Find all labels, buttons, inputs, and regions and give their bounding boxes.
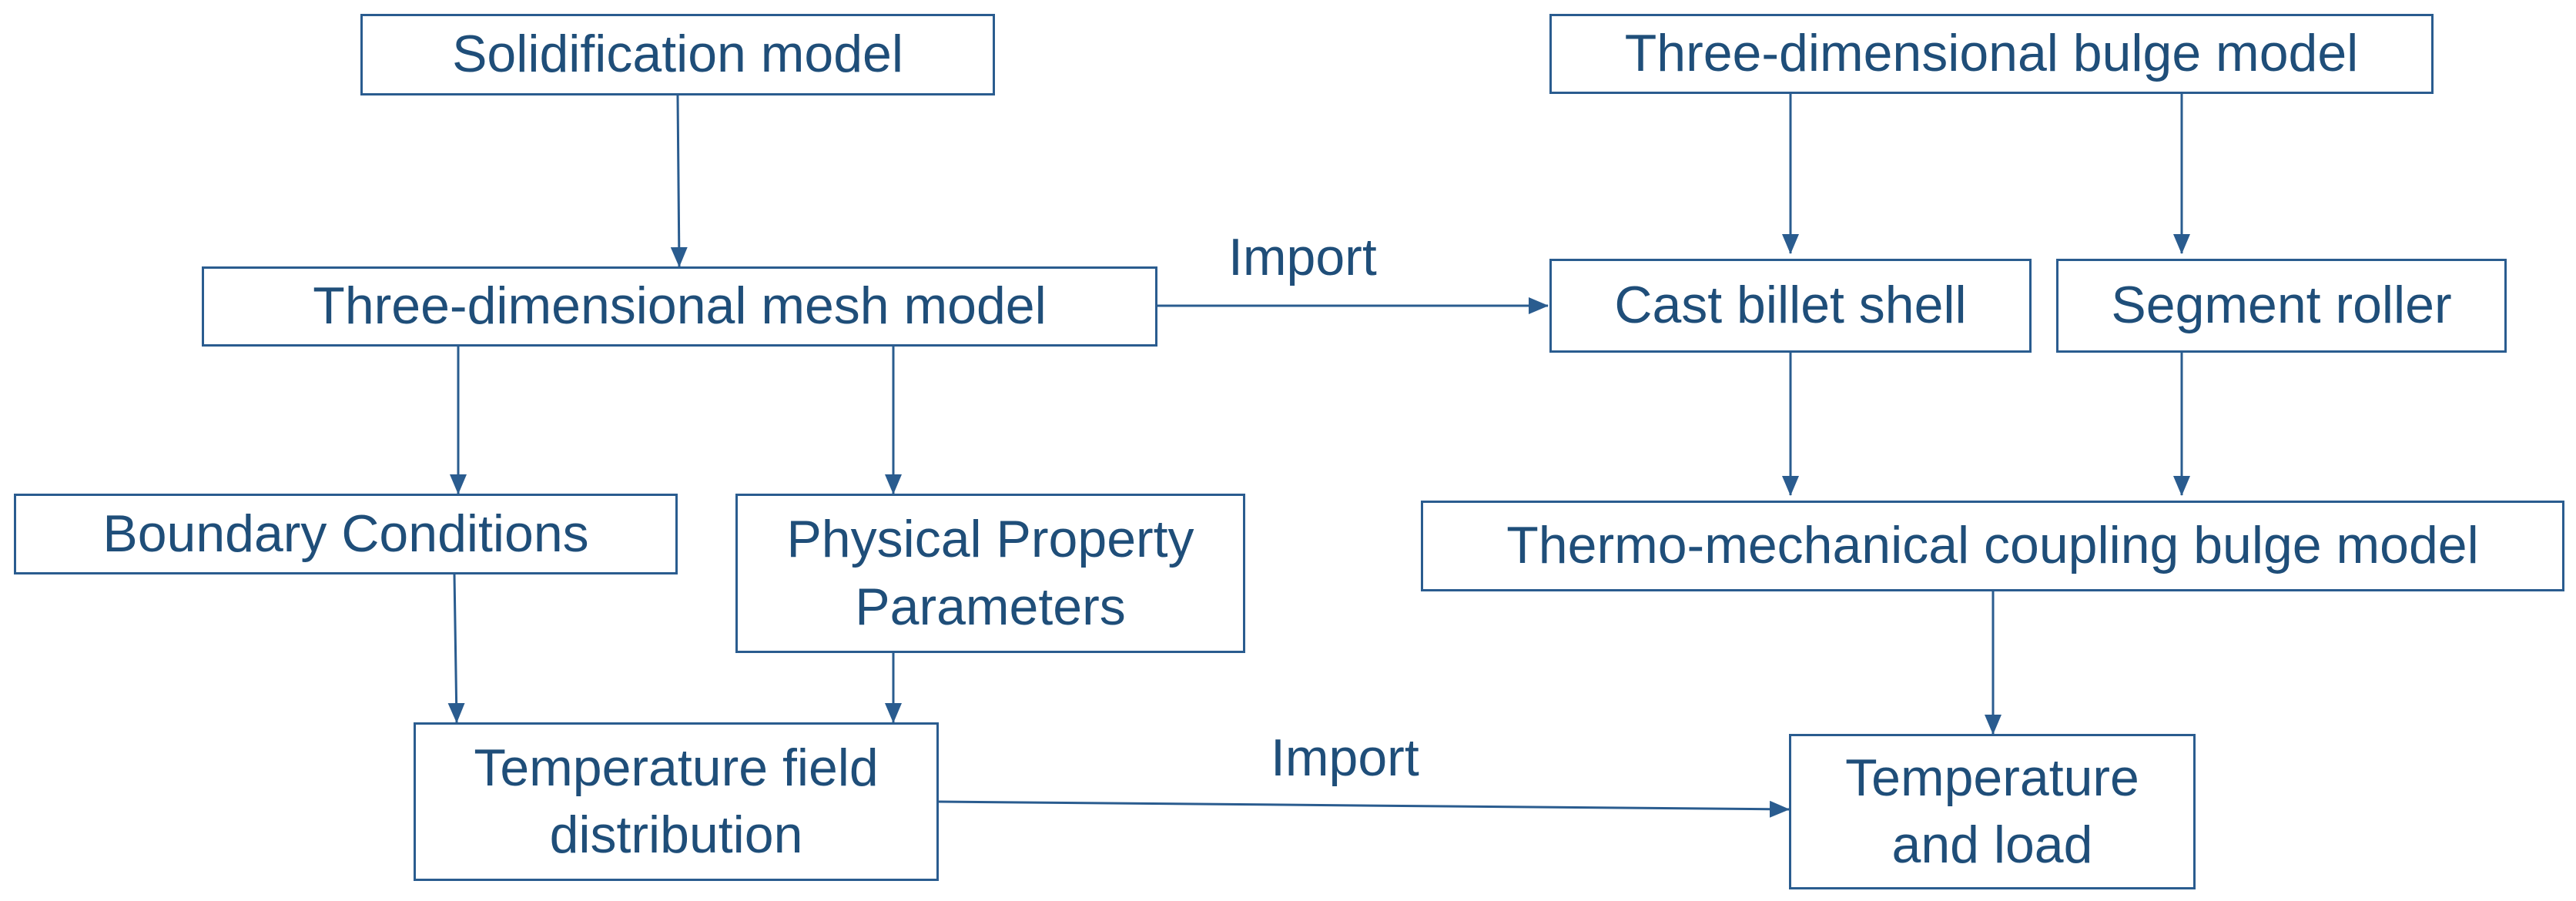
node-segment-roller: Segment roller <box>2056 259 2507 353</box>
node-boundary-conditions: Boundary Conditions <box>14 494 678 574</box>
node-label: Boundary Conditions <box>102 504 589 563</box>
node-temperature-field-distribution: Temperature field distribution <box>414 722 939 881</box>
node-three-dimensional-mesh-model: Three-dimensional mesh model <box>202 266 1157 347</box>
node-temperature-and-load: Temperature and load <box>1789 734 2196 889</box>
node-cast-billet-shell: Cast billet shell <box>1549 259 2032 353</box>
arrow-boundary-to-temperature-field <box>447 574 465 723</box>
node-label: Cast billet shell <box>1614 276 1967 335</box>
node-label: Temperature and load <box>1845 748 2139 874</box>
edge-label-import-temperature-to-load: Import <box>1271 729 1419 787</box>
node-thermo-mechanical-coupling-bulge-model: Thermo-mechanical coupling bulge model <box>1421 501 2564 591</box>
edge-label-import-mesh-to-shell: Import <box>1228 228 1377 286</box>
arrow-solidification-to-mesh <box>670 95 688 267</box>
node-label: Thermo-mechanical coupling bulge model <box>1506 516 2479 575</box>
node-label: Physical Property Parameters <box>786 510 1194 636</box>
node-solidification-model: Solidification model <box>360 14 995 95</box>
node-label: Temperature field distribution <box>474 738 879 864</box>
arrow-temperature-field-to-temp-load <box>938 800 1790 818</box>
node-label: Three-dimensional bulge model <box>1624 24 2359 83</box>
node-physical-property-parameters: Physical Property Parameters <box>735 494 1245 653</box>
node-three-dimensional-bulge-model: Three-dimensional bulge model <box>1549 14 2434 94</box>
node-label: Segment roller <box>2111 276 2452 335</box>
node-label: Solidification model <box>452 25 903 84</box>
node-label: Three-dimensional mesh model <box>313 276 1047 336</box>
